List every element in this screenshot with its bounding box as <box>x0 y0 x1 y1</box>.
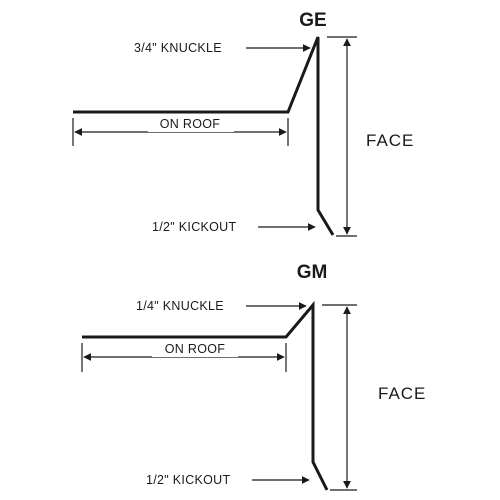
ge-kickout-label: 1/2" KICKOUT <box>152 220 237 234</box>
ge-knuckle-label: 3/4" KNUCKLE <box>134 41 222 55</box>
gm-profile: GM 1/4" KNUCKLE ON ROOF FACE 1/2" KICKOU… <box>81 262 426 491</box>
ge-roof-label-mask <box>148 116 234 132</box>
gm-profile-shape <box>82 300 329 491</box>
gm-kickout-label: 1/2" KICKOUT <box>146 473 231 487</box>
ge-face-label: FACE <box>366 131 414 150</box>
gm-roof-label-mask <box>152 341 238 357</box>
ge-roof-label: ON ROOF <box>160 117 220 131</box>
ge-profile-shape <box>73 36 335 236</box>
gm-knuckle-label: 1/4" KNUCKLE <box>136 299 224 313</box>
ge-title: GE <box>299 10 326 31</box>
gm-roof-label: ON ROOF <box>165 342 225 356</box>
gm-face-label: FACE <box>378 384 426 403</box>
gm-title: GM <box>297 262 328 283</box>
ge-profile: GE 3/4" KNUCKLE ON ROOF FACE 1/2" KICKOU… <box>72 10 414 237</box>
